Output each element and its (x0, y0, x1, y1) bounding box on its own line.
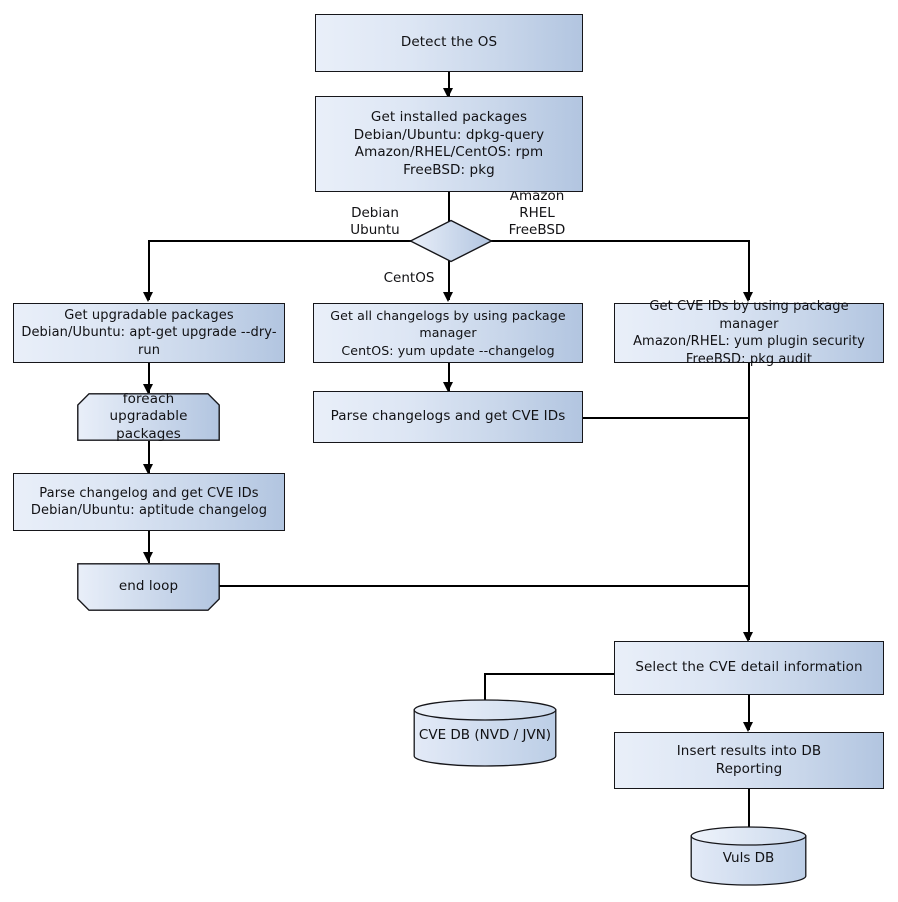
arrowhead-decision-right (743, 292, 753, 302)
connector-decision-right-horizontal (490, 240, 750, 242)
connector-select-to-insert (748, 694, 750, 730)
edge-label-debian-ubuntu: Debian Ubuntu (350, 205, 400, 238)
node-select-cve-detail[interactable]: Select the CVE detail information (614, 641, 884, 695)
node-vuls-db[interactable]: Vuls DB (690, 826, 807, 886)
node-foreach-loop-start[interactable]: foreach upgradable packages (77, 390, 220, 442)
node-parse-changelogs-centos[interactable]: Parse changelogs and get CVE IDs (313, 391, 583, 443)
connector-decision-left-vertical (148, 240, 150, 300)
arrowhead-select-to-insert (743, 722, 753, 732)
connector-changelogs-to-parse (448, 363, 450, 391)
arrowhead-foreach-to-parse (143, 464, 153, 474)
node-insert-results[interactable]: Insert results into DB Reporting (614, 732, 884, 789)
node-cve-db[interactable]: CVE DB (NVD / JVN) (413, 699, 557, 767)
connector-detect-to-installed (448, 72, 450, 96)
connector-endloop-to-trunk (219, 585, 749, 587)
foreach-loop-label: foreach upgradable packages (109, 390, 188, 442)
node-get-all-changelogs[interactable]: Get all changelogs by using package mana… (313, 303, 583, 363)
connector-select-to-cvedb-vertical (484, 673, 486, 705)
end-loop-label: end loop (118, 578, 179, 595)
cylinder-shape-cve-db (413, 699, 557, 767)
node-get-upgradable-packages[interactable]: Get upgradable packages Debian/Ubuntu: a… (13, 303, 285, 363)
arrowhead-parse-to-endloop (143, 552, 153, 562)
node-get-installed-packages[interactable]: Get installed packages Debian/Ubuntu: dp… (315, 96, 583, 192)
connector-select-to-cvedb-horizontal (485, 673, 615, 675)
node-parse-changelog-debian[interactable]: Parse changelog and get CVE IDs Debian/U… (13, 473, 285, 531)
connector-insert-to-vulsdb (748, 789, 750, 832)
loop-start-shape (77, 393, 220, 441)
loop-end-shape (77, 563, 220, 611)
arrowhead-detect-to-installed (443, 88, 453, 98)
node-detect-os[interactable]: Detect the OS (315, 14, 583, 72)
connector-decision-left-horizontal (149, 240, 412, 242)
connector-right-trunk (748, 363, 750, 640)
arrowhead-upgradable-to-foreach (143, 384, 153, 394)
connector-parse-to-endloop (148, 531, 150, 563)
connector-decision-right-vertical (748, 240, 750, 300)
node-get-cve-ids-pkg-manager[interactable]: Get CVE IDs by using package manager Ama… (614, 299, 884, 367)
arrowhead-trunk-to-select (743, 632, 753, 642)
connector-installed-to-decision (448, 192, 450, 222)
connector-decision-centos (448, 260, 450, 300)
edge-label-centos: CentOS (383, 270, 435, 286)
connector-upgradable-to-foreach (148, 363, 150, 393)
arrowhead-decision-centos (443, 292, 453, 302)
arrowhead-changelogs-to-parse (443, 382, 453, 392)
connector-foreach-to-parse (148, 441, 150, 473)
edge-label-amazon-rhel-freebsd: Amazon RHEL FreeBSD (508, 188, 566, 238)
node-end-loop[interactable]: end loop (77, 563, 220, 611)
diamond-shape (408, 219, 494, 263)
arrowhead-decision-left (143, 292, 153, 302)
cylinder-shape-vuls-db (690, 826, 807, 886)
connector-parsechangelogs-to-trunk (583, 417, 749, 419)
node-os-decision[interactable] (408, 219, 494, 263)
